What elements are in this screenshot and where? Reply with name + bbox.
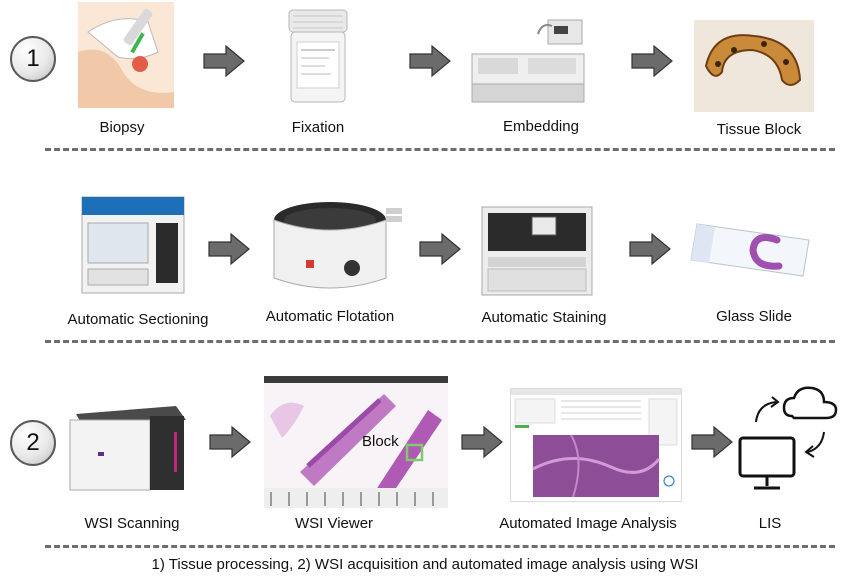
step-label-automated-image-analysis: Automated Image Analysis — [499, 515, 677, 532]
flotation-bath-image — [266, 198, 406, 298]
embedding-station-image — [468, 14, 588, 106]
lis-illustration — [738, 382, 846, 494]
arrow-right-icon — [419, 232, 461, 266]
figure-caption: 1) Tissue processing, 2) WSI acquisition… — [151, 556, 699, 573]
step-label-embedding: Embedding — [503, 118, 579, 135]
stage-number: 1 — [26, 45, 40, 72]
arrow-right-icon — [461, 425, 503, 459]
step-label-automatic-flotation: Automatic Flotation — [265, 308, 395, 325]
step-label-glass-slide: Glass Slide — [716, 308, 792, 325]
selection-box — [405, 443, 424, 462]
arrow-right-icon — [209, 425, 251, 459]
monitor-icon — [738, 436, 796, 478]
arrow-right-icon — [203, 44, 245, 78]
arrow-right-icon — [631, 44, 673, 78]
wsi-viewer-image — [264, 376, 448, 508]
row-separator — [45, 340, 835, 343]
step-label-biopsy: Biopsy — [99, 119, 145, 136]
arrow-right-icon — [691, 425, 733, 459]
glass-slide-image — [689, 218, 813, 280]
stainer-image — [478, 203, 596, 299]
step-label-automatic-staining: Automatic Staining — [481, 309, 607, 326]
stage-number: 2 — [26, 429, 40, 456]
arrow-right-icon — [409, 44, 451, 78]
step-label-lis: LIS — [758, 515, 782, 532]
stage-marker-1: 1 — [10, 36, 56, 82]
step-label-wsi-scanning: WSI Scanning — [84, 515, 180, 532]
block-annotation: Block — [362, 433, 399, 450]
fixation-container-image — [285, 8, 351, 106]
biopsy-image — [78, 2, 174, 108]
wsi-scanner-image — [66, 402, 190, 496]
image-analysis-screen — [510, 388, 682, 502]
stage-marker-2: 2 — [10, 420, 56, 466]
step-label-tissue-block: Tissue Block — [716, 121, 802, 138]
microtome-image — [78, 193, 188, 297]
cloud-icon — [738, 386, 838, 490]
step-label-fixation: Fixation — [291, 119, 345, 136]
step-label-wsi-viewer: WSI Viewer — [294, 515, 374, 532]
step-label-automatic-sectioning: Automatic Sectioning — [67, 311, 209, 328]
arrow-right-icon — [208, 232, 250, 266]
arrow-right-icon — [629, 232, 671, 266]
row-separator — [45, 148, 835, 151]
tissue-block-image — [694, 20, 814, 112]
row-separator — [45, 545, 835, 548]
